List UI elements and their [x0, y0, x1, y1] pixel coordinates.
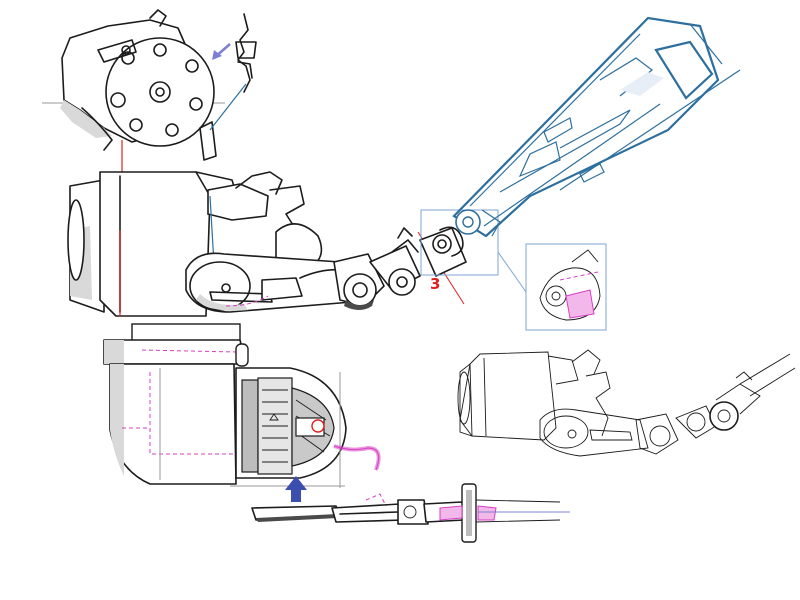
section-view-housing	[103, 323, 345, 487]
wrist-disc-detail	[42, 9, 225, 175]
up-arrow-icon	[285, 476, 307, 502]
section-view-drive	[235, 367, 347, 488]
plan-view-arm	[251, 483, 570, 543]
shoulder-housing	[67, 171, 323, 317]
upper-arm	[185, 252, 353, 313]
wrist-connector	[419, 226, 467, 277]
pink-cable	[333, 444, 381, 471]
connector-detail	[209, 13, 257, 131]
elbow-joint	[333, 227, 421, 310]
diagonal-arrow-icon	[212, 43, 231, 60]
forearm-tool	[452, 16, 741, 238]
outline-arm-view	[457, 349, 796, 457]
guide-line	[209, 83, 247, 131]
callout-leader	[497, 251, 527, 293]
joint-zoom-detail	[525, 243, 607, 331]
zoom-frame	[525, 243, 607, 331]
red-mark-label: 3	[430, 275, 440, 293]
